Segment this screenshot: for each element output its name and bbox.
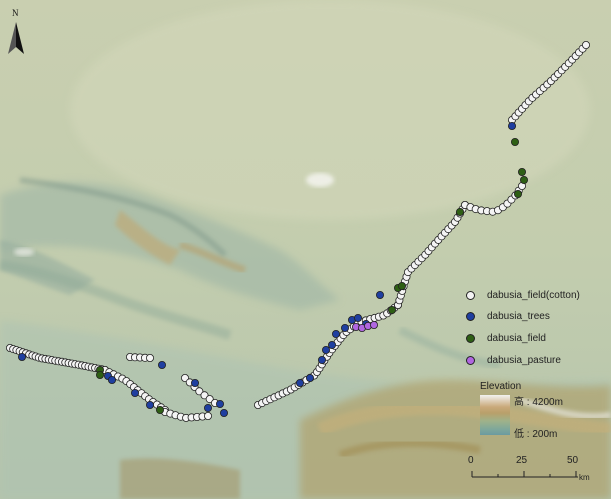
trees-point <box>190 378 199 387</box>
elevation-low-label: 低 : 200m <box>514 429 558 440</box>
cotton-point <box>582 41 591 50</box>
field-point <box>455 207 464 216</box>
field-point <box>397 281 406 290</box>
trees-point <box>331 329 340 338</box>
field-point <box>514 189 523 198</box>
elevation-color-ramp <box>480 395 510 435</box>
trees-point <box>305 373 314 382</box>
elevation-title: Elevation <box>480 381 522 392</box>
legend-swatch-cotton <box>466 290 475 300</box>
field-point <box>518 167 527 176</box>
legend-label: dabusia_field(cotton) <box>487 289 580 301</box>
trees-point <box>219 408 228 417</box>
cotton-point <box>203 411 212 420</box>
legend-swatch-trees <box>466 311 475 321</box>
scale-tick-label: 25 <box>516 455 528 466</box>
legend-label: dabusia_field <box>487 332 546 344</box>
trees-point <box>145 400 154 409</box>
scale-tick-label: 0 <box>468 455 474 466</box>
field-point <box>520 175 529 184</box>
cotton-point <box>195 387 204 396</box>
legend-label: dabusia_pasture <box>487 354 561 366</box>
legend-item-pasture: dabusia_pasture <box>466 353 561 367</box>
field-point <box>96 370 105 379</box>
legend-item-cotton: dabusia_field(cotton) <box>466 288 580 302</box>
scale-bar: 0 25 50 km <box>466 455 596 487</box>
north-arrow-icon <box>8 22 24 54</box>
legend-label: dabusia_trees <box>487 310 550 322</box>
trees-point <box>215 399 224 408</box>
legend-item-field: dabusia_field <box>466 331 546 345</box>
trees-point <box>353 313 362 322</box>
trees-point <box>295 378 304 387</box>
trees-point <box>157 360 166 369</box>
scale-unit: km <box>579 473 590 482</box>
trees-point <box>108 375 117 384</box>
pasture-point <box>369 320 378 329</box>
trees-point <box>317 355 326 364</box>
scale-bar-line <box>471 471 578 478</box>
elevation-high-label: 高 : 4200m <box>514 397 563 408</box>
trees-point <box>17 352 26 361</box>
trees-point <box>130 388 139 397</box>
legend-item-trees: dabusia_trees <box>466 309 550 323</box>
legend-swatch-pasture <box>466 355 475 365</box>
cotton-point <box>145 353 154 362</box>
north-label: N <box>12 8 19 18</box>
field-point <box>387 305 396 314</box>
trees-point <box>327 340 336 349</box>
scale-tick-label: 50 <box>567 455 579 466</box>
field-point <box>155 405 164 414</box>
trees-point <box>375 290 384 299</box>
north-arrow: N <box>4 8 28 54</box>
trees-point <box>507 122 516 131</box>
trees-point <box>340 323 349 332</box>
field-point <box>510 137 519 146</box>
trees-point <box>203 403 212 412</box>
trees-point <box>321 345 330 354</box>
cotton-point <box>205 395 214 404</box>
legend-swatch-field <box>466 333 475 343</box>
